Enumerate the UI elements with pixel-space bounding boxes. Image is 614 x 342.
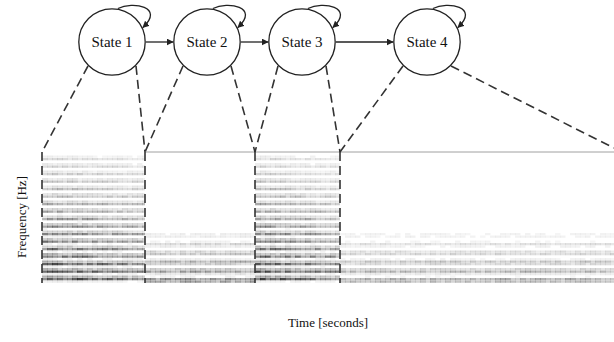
spectrogram-top-edge <box>145 152 614 153</box>
segment-guides <box>42 66 614 283</box>
transition-arrow <box>241 41 268 42</box>
state-label: State 1 <box>91 34 132 51</box>
transition-arrow <box>336 41 393 42</box>
state-circle: State 2 <box>173 8 241 76</box>
transition-arrow <box>146 41 173 42</box>
spectrogram <box>42 156 614 283</box>
state-circle: State 3 <box>268 8 336 76</box>
state-label: State 4 <box>406 34 447 51</box>
state-circle: State 1 <box>78 8 146 76</box>
state-circle: State 4 <box>393 8 461 76</box>
state-label: State 2 <box>186 34 227 51</box>
axis-label-x: Time [seconds] <box>288 315 368 331</box>
axis-label-y: Frequency [Hz] <box>14 176 30 258</box>
state-label: State 3 <box>281 34 322 51</box>
